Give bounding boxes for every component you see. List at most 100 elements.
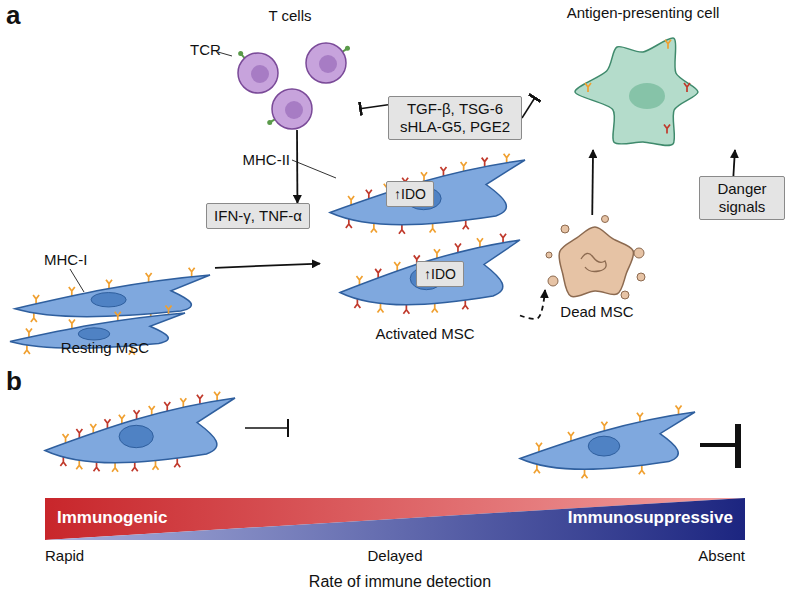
text-label: MHC-II	[243, 150, 291, 169]
cell-group: T cells	[220, 5, 360, 130]
box-label: Danger signals	[707, 180, 777, 216]
receptor	[197, 395, 203, 404]
inhibition-symbol	[735, 424, 741, 468]
apc-cell	[575, 38, 698, 146]
receptor	[684, 83, 690, 92]
receptor	[585, 83, 591, 92]
box-label: ↑IDO	[424, 265, 456, 283]
node-label: Resting MSC	[61, 339, 149, 357]
text-label: Rate of immune detection	[309, 572, 491, 592]
signal-box: Danger signals	[699, 176, 785, 220]
receptor	[33, 295, 39, 304]
gradient-band: Immunosuppressive	[45, 498, 745, 540]
receptor	[500, 234, 506, 243]
receptor	[462, 300, 468, 309]
receptor	[60, 457, 66, 466]
receptor	[371, 223, 377, 232]
receptor	[153, 461, 159, 470]
receptor	[377, 303, 383, 312]
receptor	[432, 304, 438, 313]
apoptotic-body	[548, 276, 558, 286]
nucleus	[285, 101, 303, 119]
receptor	[665, 40, 671, 49]
nucleus	[78, 328, 110, 340]
t-cell	[272, 89, 312, 129]
receptor	[106, 280, 112, 289]
receptor	[430, 224, 436, 233]
nucleus	[251, 65, 269, 83]
receptor	[174, 458, 180, 467]
receptor	[664, 125, 670, 134]
node-label: Immunosuppressive	[568, 509, 733, 527]
node-label: Dead MSC	[560, 303, 633, 321]
receptor	[94, 462, 100, 471]
box-label: IFN-γ, TNF-α	[214, 207, 302, 225]
receptor	[482, 158, 488, 167]
receptor	[354, 299, 360, 308]
apoptotic-body	[546, 252, 552, 258]
receptor	[132, 462, 138, 471]
tcr-receptor	[238, 51, 243, 56]
leader-line	[292, 160, 336, 178]
receptor	[214, 392, 220, 401]
receptor	[31, 313, 37, 322]
arrow	[733, 150, 735, 176]
receptor	[26, 328, 32, 337]
arrow	[591, 150, 594, 215]
receptor	[24, 345, 30, 354]
tcr-receptor	[267, 120, 272, 125]
t-cell	[306, 43, 346, 83]
gradient-band	[45, 498, 745, 540]
cytokine-box: IFN-γ, TNF-α	[206, 203, 310, 229]
msc-cell	[15, 275, 210, 317]
receptor	[477, 238, 483, 247]
receptor	[146, 273, 152, 282]
text-label: Absent	[698, 546, 745, 565]
receptor	[399, 225, 405, 234]
receptor	[166, 305, 172, 314]
gradient-band	[45, 498, 745, 540]
panel-letter: b	[6, 366, 22, 396]
apoptotic-body	[621, 291, 629, 299]
receptor	[112, 463, 118, 472]
factor-box: TGF-β, TSG-6 sHLA-G5, PGE2	[388, 96, 522, 140]
receptor	[455, 243, 461, 252]
cell-group: Dead MSC	[545, 215, 650, 340]
nucleus	[629, 83, 665, 109]
node-label: T cells	[268, 7, 311, 25]
arrow	[520, 290, 545, 319]
msc-cell	[45, 398, 235, 463]
inhibition-line	[522, 98, 535, 119]
box-label: TGF-β, TSG-6 sHLA-G5, PGE2	[396, 100, 514, 136]
receptor	[69, 287, 75, 296]
receptor	[189, 268, 195, 277]
apoptotic-body	[561, 225, 569, 233]
leader-line	[70, 269, 84, 292]
inhibition-symbol	[245, 427, 288, 429]
t-cell	[238, 53, 278, 93]
node-label: Activated MSC	[375, 325, 474, 343]
nucleus	[91, 293, 126, 307]
receptor	[461, 162, 467, 171]
receptor	[504, 154, 510, 163]
text-label: MHC-I	[44, 250, 87, 269]
receptor	[463, 220, 469, 229]
inhibition-line	[360, 105, 388, 109]
receptor	[440, 167, 446, 176]
dead-cell	[559, 227, 634, 297]
receptor	[676, 405, 682, 414]
cell-group: Antigen-presenting cell	[535, 0, 750, 150]
receptor	[69, 320, 75, 329]
text-label: TCR	[190, 40, 221, 59]
msc-cell	[340, 240, 520, 305]
inhibition-symbol	[287, 419, 289, 437]
receptor	[534, 464, 540, 473]
receptor	[582, 469, 588, 478]
tcr-receptor	[345, 46, 350, 51]
text-label: Delayed	[367, 546, 422, 565]
arrow	[296, 130, 298, 203]
msc-cell	[520, 412, 695, 469]
box-label: ↑IDO	[394, 185, 426, 203]
cell-illustration	[545, 215, 650, 340]
nucleus	[119, 425, 153, 447]
